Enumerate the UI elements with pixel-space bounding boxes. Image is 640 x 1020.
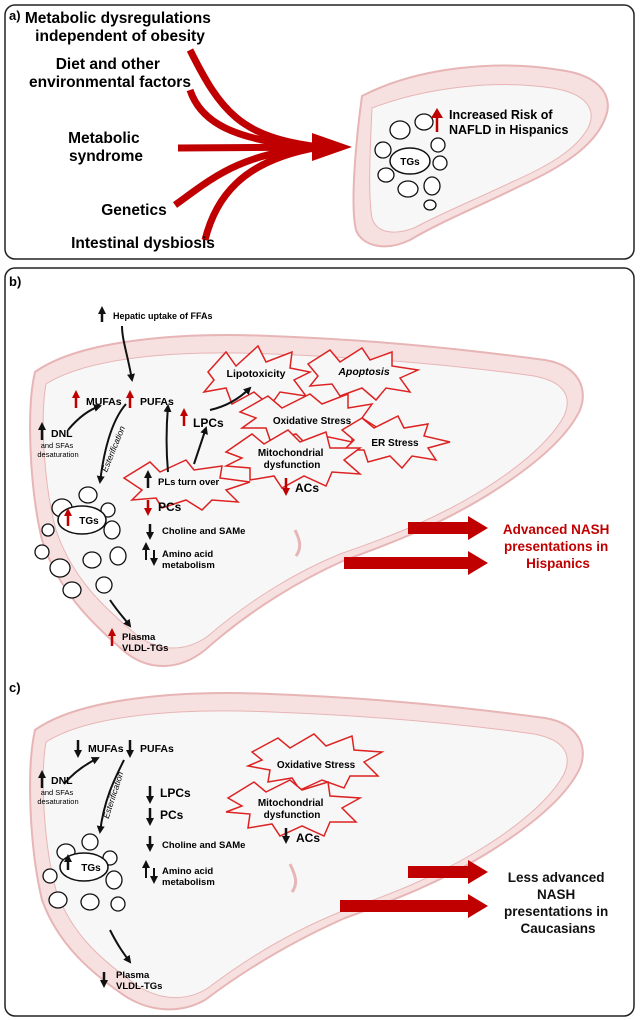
tgs-droplet-a [389,147,431,175]
svg-text:Diet and other environment: Diet and other environmental factors [29,56,191,91]
dnl-c: DNL [51,775,73,787]
tgs-label-b: TGs [79,516,99,527]
panel-b-label: b) [9,274,21,289]
outcome-c-4: Caucasians [520,921,595,936]
outcome-b-1: Advanced NASH [503,522,610,537]
svg-text:Plasma VLDL-TGs: Plasma VLDL-TGs [116,970,162,992]
factor-metabolic-syndrome-1: Metabolic [68,130,140,147]
svg-text:Mitochondrial dysfunction: Mitochondrial dysfunction [258,448,326,471]
svg-text:and SFAs desaturation: and SFAs desaturation [37,441,78,459]
pathway-arrows-c [63,757,132,964]
sfa-c-2: desaturation [37,797,78,806]
amino-b-2: metabolism [162,560,215,571]
acs-c: ACs [296,831,320,845]
plasma-b-2: VLDL-TGs [122,643,168,654]
mufas-b: MUFAs [86,396,122,408]
svg-text:Mitochondrial dysfunction: Mitochondrial dysfunction [258,798,326,821]
red-arrow-head [312,133,352,161]
pufas-b: PUFAs [140,396,174,408]
outcome-arrows-c [340,860,488,918]
factor-metabolic-syndrome-2: syndrome [69,148,143,165]
svg-text:Plasma VLDL-TGs: Plasma VLDL-TGs [122,632,168,654]
lpcs-b: LPCs [193,416,224,430]
stress-bursts-b [122,344,451,511]
outcome-b-2: presentations in [504,539,608,554]
risk-line-2: NAFLD in Hispanics [449,123,569,137]
plasma-b-1: Plasma [122,632,156,643]
svg-text:Less advanced NASH pre: Less advanced NASH presentations in Cauc… [504,870,612,936]
dnl-b: DNL [51,428,73,440]
stress-bursts-c [225,733,385,837]
plasma-c-1: Plasma [116,970,150,981]
factor-diet-2: environmental factors [29,74,191,91]
pathway-arrows-b [67,325,252,628]
tgs-label-a: TGs [400,157,420,168]
outcome-b-3: Hispanics [526,556,590,571]
svg-text:Metabolic syndrome: Metabolic syndrome [68,130,144,165]
er-stress-b: ER Stress [371,438,419,449]
choline-b: Choline and SAMe [162,526,245,537]
factor-metabolic-dys-2: independent of obesity [35,28,205,45]
tg-droplets-a [374,113,448,211]
lpcs-c: LPCs [160,786,191,800]
acs-b: ACs [295,481,319,495]
svg-text:Amino acid metabolism: Amino acid metabolism [162,866,216,888]
pcs-c: PCs [160,808,184,822]
apoptosis-b: Apoptosis [337,366,389,378]
tgs-droplet-c [59,852,109,882]
gallbladder-c [288,863,298,893]
panel-a-label: a) [9,8,21,23]
factor-metabolic-dys-1: Metabolic dysregulations [25,10,211,27]
outcome-c-2: NASH [537,887,575,902]
tg-droplets-c [42,833,126,912]
mito-b-2: dysfunction [264,460,321,471]
oxidative-c: Oxidative Stress [277,760,356,771]
pcs-b: PCs [158,500,182,514]
tg-droplets-b [34,486,127,599]
sfa-c-1: and SFAs [41,788,74,797]
svg-text:Amino acid metabolism: Amino acid metabolism [162,549,216,571]
mufas-c: MUFAs [88,743,124,755]
svg-text:Metabolic dysregulations i: Metabolic dysregulations independent of … [25,10,215,45]
amino-b-1: Amino acid [162,549,213,560]
outcome-arrows-b [344,516,488,575]
sfa-b-1: and SFAs [41,441,74,450]
oxidative-b: Oxidative Stress [273,416,352,427]
plasma-c-2: VLDL-TGs [116,981,162,992]
factor-diet-1: Diet and other [56,56,160,73]
pufas-c: PUFAs [140,743,174,755]
tgs-label-c: TGs [81,863,101,874]
mito-c-1: Mitochondrial [258,798,324,809]
svg-text:and SFAs desaturation: and SFAs desaturation [37,788,78,806]
mito-b-1: Mitochondrial [258,448,324,459]
red-arrow-bundle [172,48,321,241]
factor-dysbiosis: Intestinal dysbiosis [71,235,215,252]
up-arrow-red-icon [431,108,443,132]
factor-genetics: Genetics [101,202,166,219]
outcome-c-3: presentations in [504,904,608,919]
amino-c-2: metabolism [162,877,215,888]
pls-b: PLs turn over [158,477,220,488]
panel-c-label: c) [9,680,21,695]
risk-line-1: Increased Risk of [449,108,553,122]
mito-c-2: dysfunction [264,810,321,821]
choline-c: Choline and SAMe [162,840,245,851]
sfa-b-2: desaturation [37,450,78,459]
outcome-c-1: Less advanced [508,870,605,885]
hepatic-uptake-b: Hepatic uptake of FFAs [113,311,213,321]
lipotoxicity-b: Lipotoxicity [227,368,286,380]
svg-text:Increased Risk of NAFLD in: Increased Risk of NAFLD in Hispanics [449,108,569,137]
svg-text:Advanced NASH presentation: Advanced NASH presentations in Hispanics [503,522,613,571]
gallbladder-b [293,529,302,557]
amino-c-1: Amino acid [162,866,213,877]
